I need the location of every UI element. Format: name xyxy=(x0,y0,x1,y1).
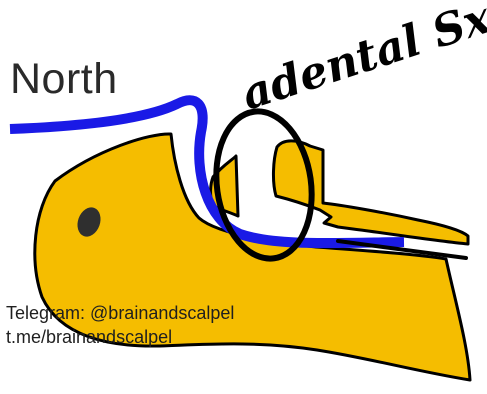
watermark: Telegram: @brainandscalpel t.me/brainand… xyxy=(6,301,234,349)
watermark-telegram: Telegram: @brainandscalpel xyxy=(6,301,234,325)
handwritten-annotation: adental Sx xyxy=(236,0,487,120)
watermark-link: t.me/brainandscalpel xyxy=(6,325,234,349)
